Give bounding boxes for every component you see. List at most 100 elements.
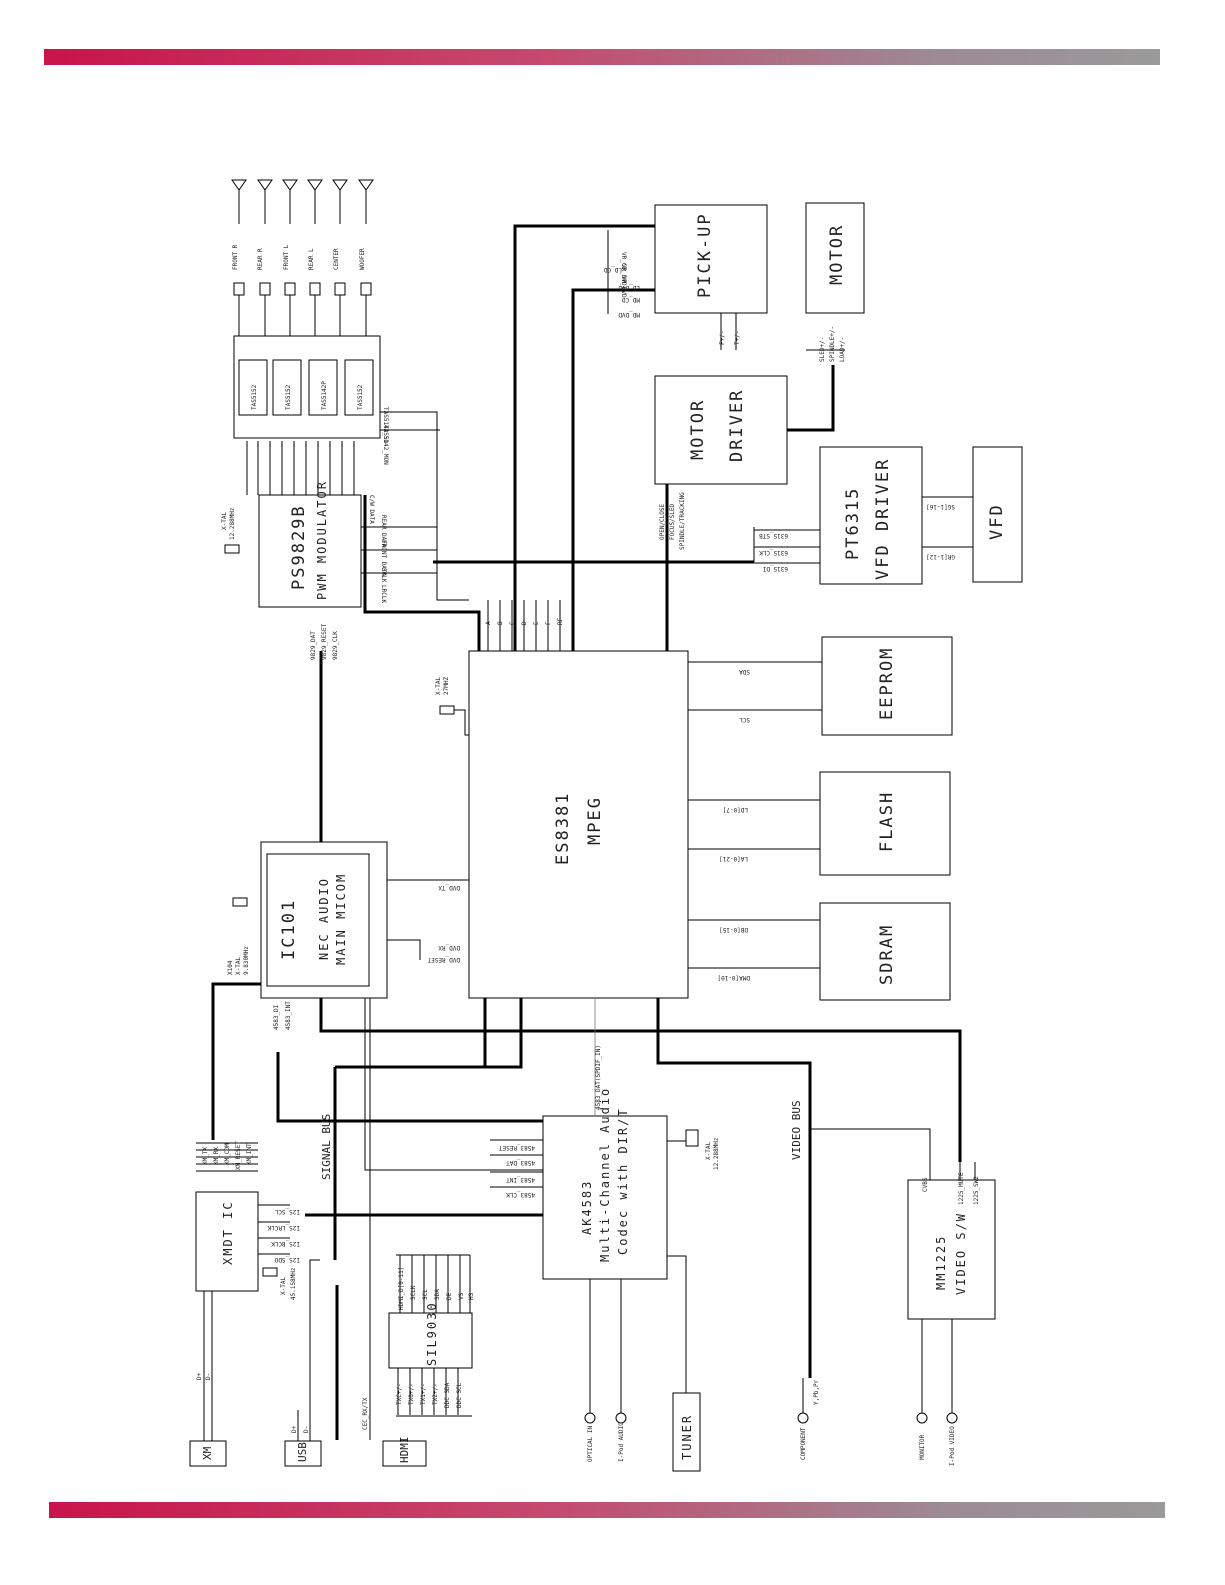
pickup-signal-3: VR_DVD <box>620 276 627 298</box>
video-sw-in-1: CVBS <box>922 1177 929 1192</box>
vfd-label: VFD <box>987 503 1007 540</box>
micom-inner <box>266 853 370 987</box>
rf-e: E <box>533 621 540 625</box>
ak-ctrl-2: 4583_INT <box>285 1001 292 1030</box>
speaker-center: CENTER <box>333 248 340 270</box>
xm-io-2: D- <box>205 1373 212 1380</box>
sil-left-6: VS <box>458 1292 465 1300</box>
eeprom-block <box>821 636 953 736</box>
dvd-reset-label: DVD_RESET <box>427 956 460 963</box>
micom-label-2: NEC AUDIO <box>317 877 331 960</box>
signal-bus-label: SIGNAL BUS <box>320 1114 333 1180</box>
ak-right-3: 4583_INT <box>506 1176 535 1183</box>
xm-ctrl-4: XM_RESET <box>235 1141 242 1170</box>
vfd-out-1: SG[1-16] <box>926 503 955 510</box>
codec-label-3: Codec with DIR/T <box>616 1107 630 1255</box>
codec-block <box>542 1115 668 1280</box>
flash-bus-1: LD[0-7] <box>723 806 748 813</box>
xtal-ak-1: X-TAL <box>705 1142 712 1160</box>
pickup-signal-6: MD_CD <box>622 296 640 303</box>
ipod-video-label: I-Pod VIDEO <box>949 1426 956 1466</box>
pwm-in-4: SCLK <box>380 568 387 583</box>
vfd-block <box>972 446 1023 583</box>
optical-label: OPTICAL IN <box>587 1425 594 1462</box>
amp-4 <box>344 359 374 416</box>
labels-small: FRONT R REAR R FRONT L REAR L CENTER WOO… <box>196 244 980 1466</box>
usb-io-2: D- <box>303 1426 310 1433</box>
dvd-tx-label: DVD_TX <box>438 884 460 891</box>
mpeg-label-1: ES8381 <box>553 792 573 865</box>
pwm-in-2: REAR DATA <box>380 515 387 548</box>
dvd-rx-label: DVD_RX <box>438 944 460 951</box>
hdmi-connector <box>382 1440 427 1467</box>
i2s-4: I2S_SDO <box>274 1256 300 1263</box>
mpeg-label-2: MPEG <box>585 796 605 845</box>
video-sw-in-3: 1225_SW2 <box>973 1176 980 1205</box>
sil-left-1: HDMI_D[0-11] <box>398 1267 405 1310</box>
amp-1 <box>238 359 268 416</box>
vfd-out-2: GR[1-12] <box>926 553 955 560</box>
amp-3 <box>308 359 338 416</box>
speaker-front-l: FRONT L <box>283 244 290 270</box>
speaker-front-r: FRONT R <box>232 244 239 270</box>
bottom-accent-band <box>49 1502 1165 1518</box>
motor-driver-block <box>654 375 788 485</box>
video-bus-label: VIDEO BUS <box>790 1100 803 1160</box>
ipod-audio-jack <box>615 1412 627 1424</box>
ipod-video-jack <box>946 1412 958 1424</box>
i2s-2: I2S_LRCLK <box>267 1224 300 1231</box>
sda-label: SDA <box>739 668 750 675</box>
xtal-ak-2: 12.288MHz <box>713 1137 720 1170</box>
sil-right-3: TX1+/- <box>420 1383 427 1405</box>
sil9030-block <box>388 1312 473 1369</box>
speaker-woofer: WOOFER <box>359 248 366 270</box>
sil-left-3: SCL <box>422 1289 429 1300</box>
component-jack <box>797 1412 809 1424</box>
rf-f: F <box>545 621 552 625</box>
micom-label-3: MAIN MICOM <box>334 873 348 965</box>
top-accent-band <box>44 49 1160 65</box>
sil-label: SIL9030 <box>425 1301 439 1366</box>
xm-ctrl-3: XM_CDM <box>224 1143 231 1165</box>
xtal-xm-2: 45.158MHz <box>290 1267 297 1300</box>
xm-label: XM <box>201 1446 214 1460</box>
vfd-driver-label-2: VFD DRIVER <box>873 458 893 580</box>
sil-left-2: SCLK <box>410 1285 417 1300</box>
eeprom-label: EEPROM <box>877 647 897 720</box>
component-sig-label: Y,Pb,Pr <box>813 1379 820 1405</box>
xm-ctrl-5: XM_INT <box>246 1143 253 1165</box>
monitor-jack <box>916 1412 928 1424</box>
xtal-pwm-2: 12.288MHz <box>229 507 236 540</box>
xm-connector <box>189 1440 227 1467</box>
motor-signal-3: LOAD+/- <box>839 337 846 362</box>
optical-jack <box>584 1412 596 1424</box>
xtal-micom-1: X104 <box>227 960 234 975</box>
pickup-signal-5: LD_DVD <box>618 284 640 291</box>
xtal-codec <box>685 1129 699 1147</box>
video-sw-in-2: 1225_MUTE <box>958 1172 965 1205</box>
hdmi-io-label: CEC_RX/TX <box>362 1397 369 1430</box>
sdram-label: SDRAM <box>877 924 897 985</box>
speaker-rear-r: REAR R <box>257 248 264 270</box>
xtal-micom-3: 9.830MHz <box>243 946 250 975</box>
amp-ctrl-1: TAS5142_SD <box>382 407 389 444</box>
ak-ctrl-1: 4583_DI <box>273 1004 280 1030</box>
sdram-bus-2: DMA[0-10] <box>717 974 750 981</box>
sil-left-7: HS <box>468 1292 475 1300</box>
xtal-xm-1: X-TAL <box>280 1277 287 1295</box>
ak-right-4: 4583_CLK <box>506 1191 535 1198</box>
sdram-bus-1: DB[0-15] <box>719 926 748 933</box>
monitor-label: MONITOR <box>919 1434 926 1460</box>
xmdt-label: XMDT IC <box>221 1200 235 1265</box>
driver-signal-3: SPINDLE/TRACKING <box>679 492 686 550</box>
vfd-bus-2: 6315_CLK <box>759 549 788 556</box>
ipod-audio-label: I-Pod AUDIO <box>618 1422 625 1462</box>
hdmi-label: HDMI <box>398 1437 411 1464</box>
sil-right-5: DDC SDA <box>444 1382 451 1408</box>
amp-label-3: TAS5142P <box>321 381 328 410</box>
component-label: COMPONENT <box>800 1427 807 1460</box>
amp-label-2: TAS5152 <box>285 384 292 410</box>
video-switch-label-2: VIDEO S/W <box>954 1212 968 1295</box>
xm-ctrl-2: XM_RX <box>213 1147 220 1165</box>
